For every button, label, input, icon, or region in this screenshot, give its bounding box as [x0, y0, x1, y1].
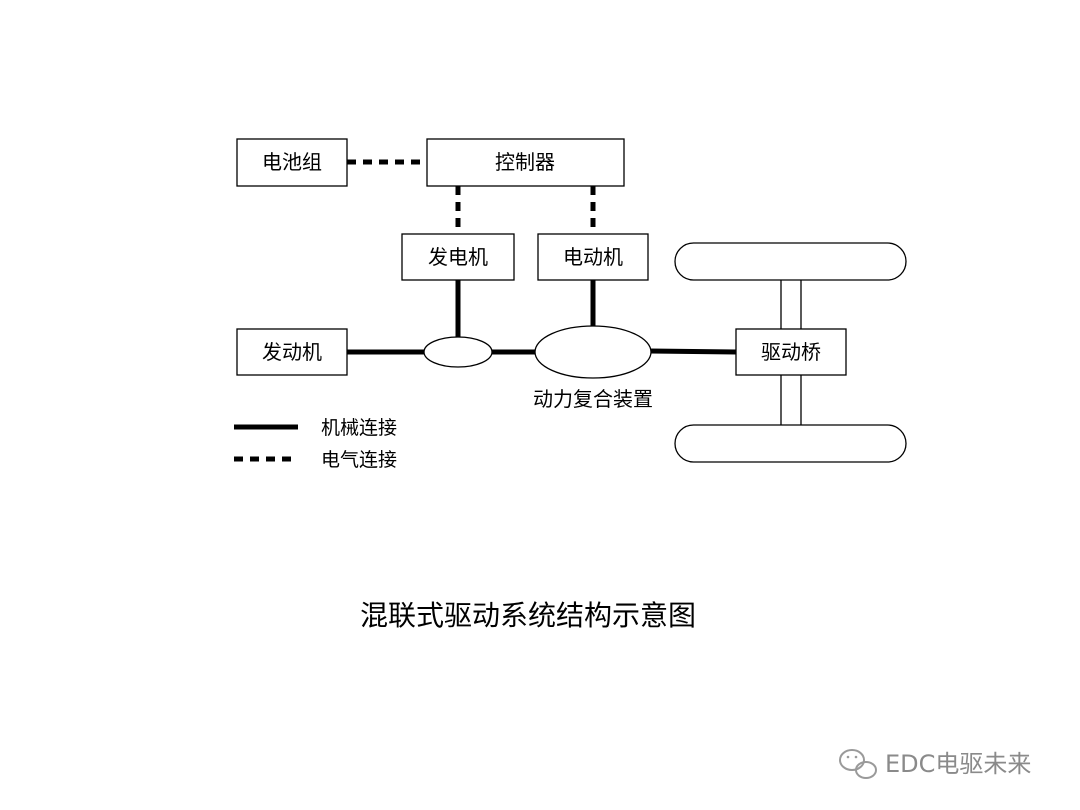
legend-electrical-label: 电气连接 [321, 449, 397, 471]
controller-box [426, 138, 625, 187]
mechanical-connections [347, 280, 737, 355]
electrical-connections [347, 159, 596, 234]
component-boxes [236, 138, 847, 379]
engine-label: 发动机 [262, 340, 322, 364]
coupling-device [534, 325, 652, 379]
power-splitter [423, 336, 493, 368]
battery-label: 电池组 [262, 150, 322, 174]
wheel-top [674, 242, 907, 281]
wechat-icon [839, 749, 877, 779]
wheel-assembly [674, 242, 907, 463]
motor-label: 电动机 [563, 245, 623, 269]
legend-mechanical-label: 机械连接 [321, 417, 397, 439]
engine-box [236, 328, 348, 376]
generator-label: 发电机 [428, 245, 488, 269]
battery-box [236, 138, 348, 187]
diagram-caption: 混联式驱动系统结构示意图 [360, 599, 696, 632]
drive-axle-label: 驱动桥 [761, 340, 821, 364]
controller-label: 控制器 [495, 150, 555, 174]
watermark: EDC电驱未来 [839, 749, 1031, 779]
coupling-device-label: 动力复合装置 [533, 387, 653, 411]
generator-box [401, 233, 515, 281]
watermark-text: EDC电驱未来 [885, 750, 1031, 778]
coupling-axle-link [649, 348, 737, 355]
drive-axle-box [735, 328, 847, 376]
legend: 机械连接 电气连接 [234, 417, 397, 471]
motor-box [537, 233, 649, 281]
wheel-bottom [674, 424, 907, 463]
